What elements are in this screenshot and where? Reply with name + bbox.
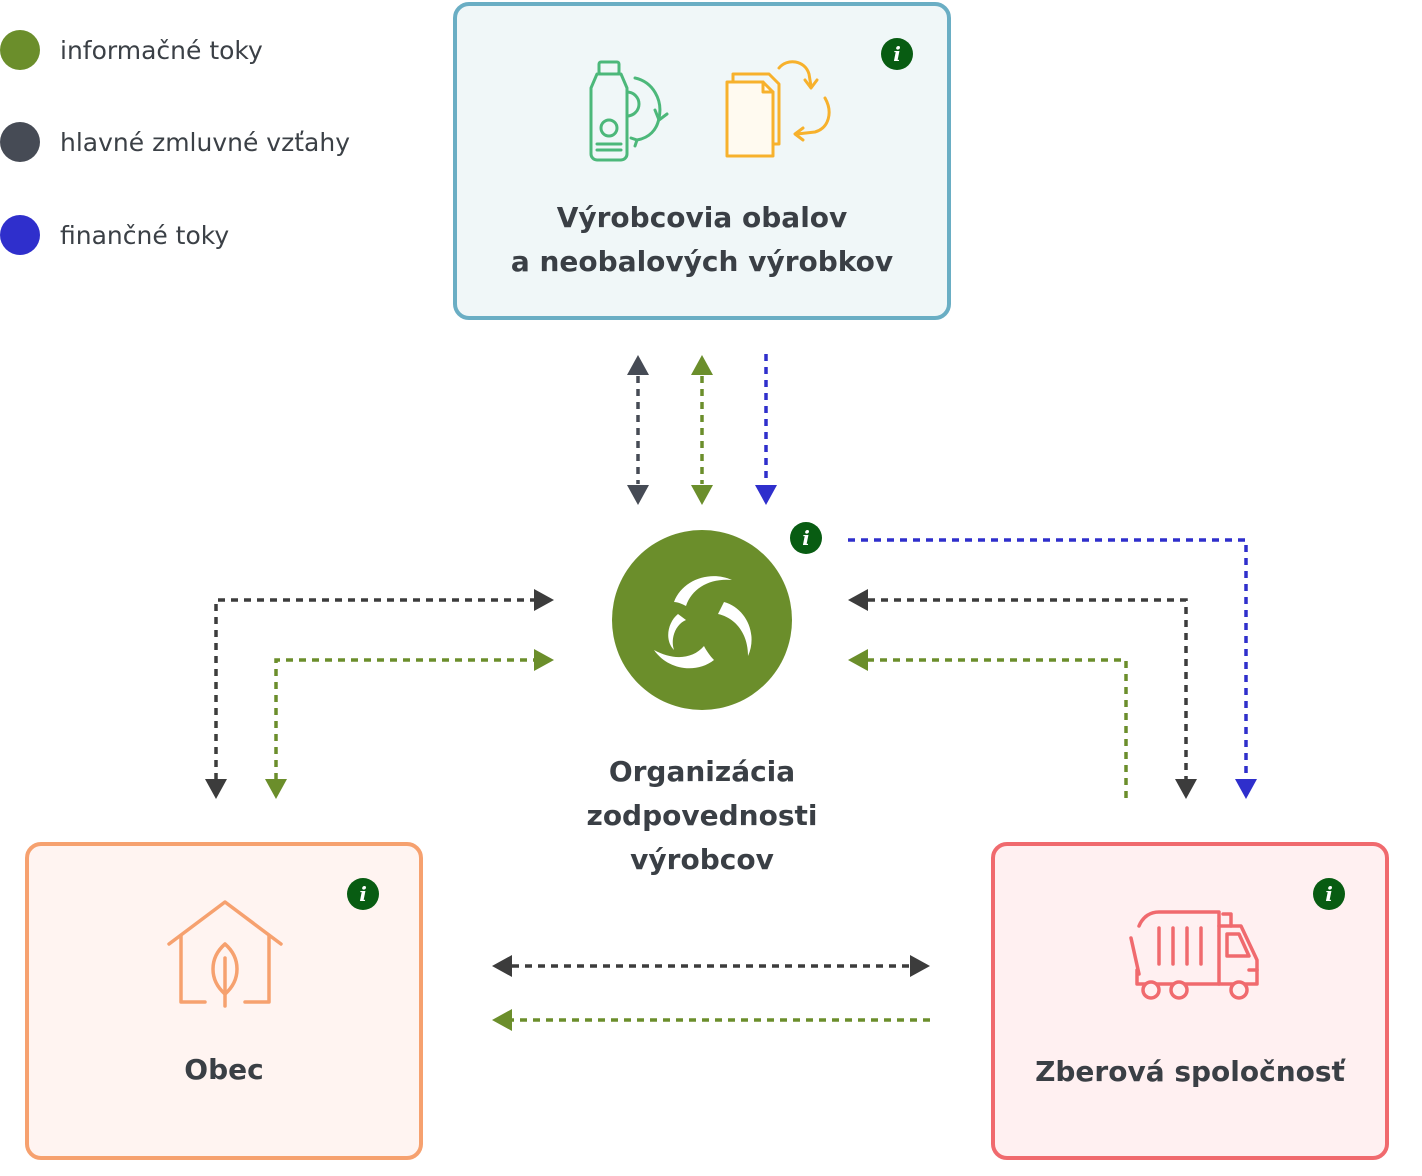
organization-title-line2: zodpovednosti (586, 799, 818, 832)
arrowhead (691, 355, 713, 375)
arrowhead (1175, 779, 1197, 799)
producers-box[interactable]: i Výrobcovia obalov a neobalových výrobk… (453, 2, 951, 320)
arrowhead (848, 589, 868, 611)
arrowhead (910, 955, 930, 977)
municipality-box[interactable]: i Obec (25, 842, 423, 1160)
arrowhead (205, 779, 227, 799)
house-leaf-icon (167, 900, 283, 1008)
garbage-truck-icon (1129, 910, 1259, 1000)
flow-municipality-information (274, 658, 534, 780)
organization-title-line1: Organizácia (608, 755, 796, 788)
bottle-recycle-icon (589, 60, 669, 162)
arrowhead (534, 649, 554, 671)
collector-info-icon[interactable]: i (1313, 878, 1345, 910)
legend-label-contract: hlavné zmluvné vzťahy (60, 127, 350, 157)
arrowhead (534, 589, 554, 611)
flow-collector-contract (868, 598, 1188, 780)
arrowhead (1235, 779, 1257, 799)
organization-title-line3: výrobcov (630, 843, 774, 876)
flow-municipality-contract (214, 598, 534, 780)
flow-collector-information (868, 658, 1128, 798)
arrowhead (492, 955, 512, 977)
arrowhead (265, 779, 287, 799)
legend-item-information: informačné toky (0, 30, 263, 70)
arrowhead (848, 649, 868, 671)
municipality-info-icon[interactable]: i (347, 878, 379, 910)
flow-collector-financial (848, 538, 1248, 780)
legend-dot-contract (0, 122, 40, 162)
producers-info-icon[interactable]: i (881, 38, 913, 70)
organization-info-icon[interactable]: i (790, 522, 822, 554)
collector-box[interactable]: i Zberová spoločnosť (991, 842, 1389, 1160)
producers-title-line1: Výrobcovia obalov (556, 201, 848, 234)
legend-label-financial: finančné toky (60, 220, 230, 250)
arrowhead (755, 485, 777, 505)
legend-dot-information (0, 30, 40, 70)
arrowhead (627, 485, 649, 505)
municipality-title: Obec (184, 1053, 264, 1086)
legend-label-information: informačné toky (60, 35, 263, 65)
producers-title-line2: a neobalových výrobkov (510, 245, 894, 278)
legend-dot-financial (0, 215, 40, 255)
arrowhead (492, 1009, 512, 1031)
collector-title: Zberová spoločnosť (1035, 1055, 1345, 1088)
organization-node[interactable] (612, 530, 792, 710)
legend-item-contract: hlavné zmluvné vzťahy (0, 122, 350, 162)
legend-item-financial: finančné toky (0, 215, 229, 255)
swirl-logo-icon (654, 576, 752, 669)
arrowhead (691, 485, 713, 505)
organization-title: Organizácia zodpovednosti výrobcov (560, 750, 844, 882)
arrowhead (627, 355, 649, 375)
documents-recycle-icon (725, 60, 831, 158)
